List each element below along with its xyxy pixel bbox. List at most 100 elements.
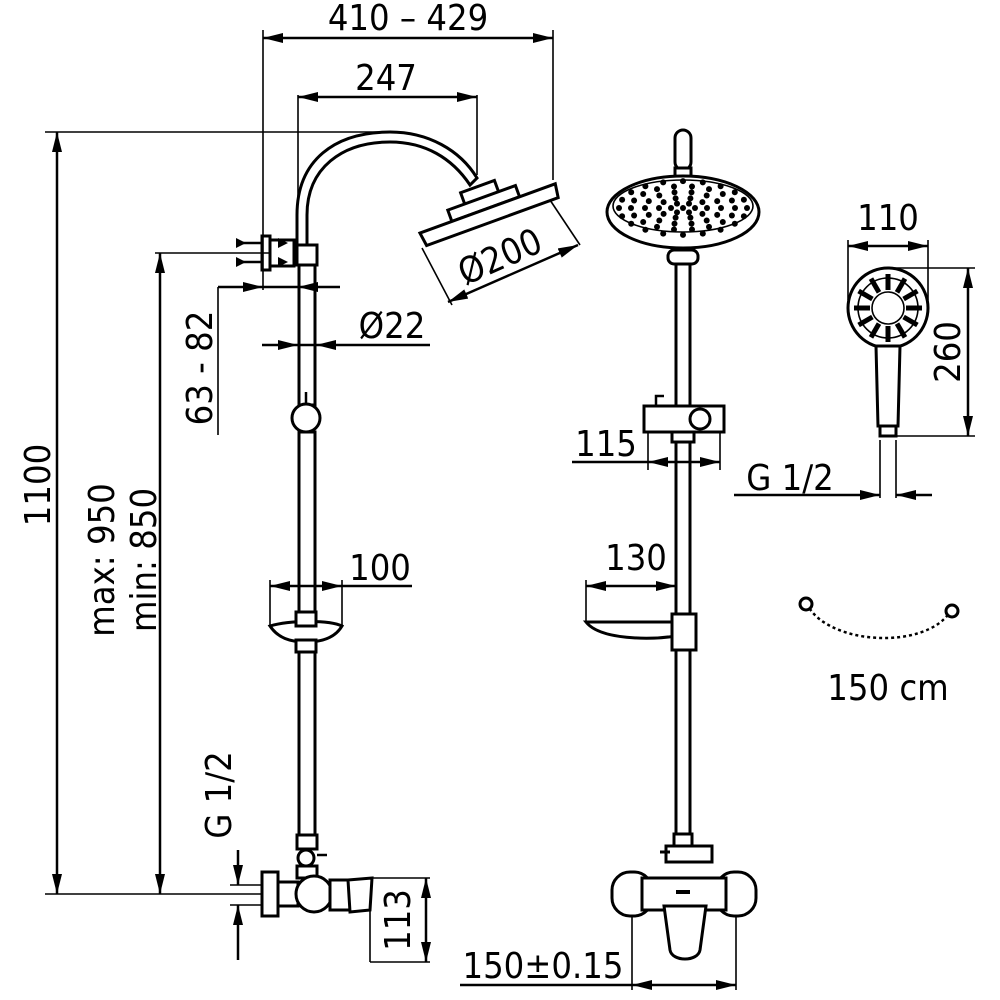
nozzle-dot — [703, 217, 710, 224]
nozzle-dot — [674, 200, 680, 207]
dim-height-max: max: 950 — [82, 483, 123, 637]
nozzle-dot — [719, 191, 726, 197]
dim-total-height: 1100 — [18, 444, 59, 526]
nozzle-dot — [687, 195, 694, 202]
spray-ray — [857, 288, 874, 302]
nozzle-dot — [699, 199, 706, 206]
dim-handshower-width: 110 — [857, 198, 919, 239]
shower-hose — [798, 596, 960, 640]
nozzle-dot — [704, 205, 710, 211]
nozzle-dot — [672, 214, 679, 221]
nozzle-dot — [699, 179, 706, 186]
dim-dish-side-width: 130 — [605, 538, 667, 579]
spray-ray — [868, 322, 882, 339]
dim-connection-left: G 1/2 — [199, 751, 240, 839]
nozzle-dot — [732, 205, 738, 211]
nozzle-dot — [680, 205, 686, 211]
spray-ray — [894, 322, 908, 339]
nozzle-dot — [619, 213, 626, 220]
nozzle-dot — [718, 205, 724, 211]
mixer-tap-side — [260, 833, 374, 918]
spray-ray — [902, 288, 919, 302]
nozzle-dot — [640, 191, 647, 197]
mixer-tap-front — [610, 832, 758, 961]
nozzle-dot — [672, 195, 679, 202]
height-lock-knob — [290, 402, 322, 434]
nozzle-dots — [616, 178, 750, 238]
dim-connection-right: G 1/2 — [746, 458, 834, 499]
nozzle-dot — [671, 189, 678, 196]
nozzle-dot — [717, 226, 724, 233]
nozzle-dot — [731, 189, 738, 196]
nozzle-dot — [642, 205, 648, 211]
dim-mixer-height: 113 — [378, 889, 419, 951]
nozzle-dot — [645, 211, 652, 218]
riser-pipe-front-middle — [674, 440, 692, 618]
nozzle-dot — [687, 214, 694, 221]
hand-shower — [846, 266, 930, 438]
nozzle-dot — [642, 226, 649, 233]
nozzle-dot — [714, 211, 721, 218]
nozzle-dot — [628, 205, 634, 211]
hand-shower-spray-pattern — [854, 274, 922, 342]
dim-arm-reach: 410 – 429 — [328, 0, 488, 39]
nozzle-dot — [616, 205, 622, 211]
riser-pipe-middle — [297, 430, 317, 619]
pipe-connector — [295, 243, 319, 267]
nozzle-dot — [688, 189, 695, 196]
nozzle-dot — [654, 186, 660, 193]
nozzle-dot — [656, 205, 662, 211]
dim-mixer-spacing: 150±0.15 — [462, 946, 623, 987]
riser-top — [673, 128, 693, 172]
dim-bracket-range: 63 - 82 — [180, 311, 221, 426]
nozzle-dot — [714, 198, 721, 205]
nozzle-dot — [740, 213, 747, 220]
spray-ray — [857, 314, 874, 328]
nozzle-dot — [674, 209, 680, 216]
nozzle-dot — [699, 210, 706, 217]
riser-pipe-front-upper — [674, 262, 692, 410]
nozzle-dot — [640, 219, 647, 225]
nozzle-dot — [686, 209, 692, 216]
nozzle-dot — [689, 183, 695, 190]
spray-ray — [894, 277, 908, 294]
curved-arm — [295, 130, 479, 247]
riser-pipe-front-lower — [674, 648, 692, 836]
nozzle-dot — [660, 230, 667, 237]
overhead-shower-head — [417, 178, 560, 248]
nozzle-dot — [686, 200, 692, 207]
nozzle-dot — [628, 220, 635, 227]
nozzle-dot — [631, 197, 638, 204]
dim-arm-length: 247 — [355, 58, 417, 99]
nozzle-dot — [671, 226, 677, 233]
nozzle-dot — [668, 205, 674, 211]
dimension-labels: 410 – 429 247 1100 max: 950 min: 850 63 … — [18, 0, 969, 987]
nozzle-dot — [703, 192, 710, 199]
nozzle-dot — [656, 192, 663, 199]
nozzle-dot — [689, 226, 695, 233]
nozzle-dot — [645, 198, 652, 205]
nozzle-dot — [744, 205, 750, 211]
nozzle-dot — [680, 178, 686, 185]
nozzle-dot — [631, 212, 638, 219]
overhead-shower-head-front — [605, 174, 761, 266]
nozzle-dot — [731, 220, 738, 227]
nozzle-dot — [688, 220, 695, 227]
riser-pipe-lower — [297, 650, 317, 837]
nozzle-dot — [728, 197, 735, 204]
nozzle-dot — [728, 212, 735, 219]
nozzle-dot — [660, 179, 667, 186]
nozzle-dot — [706, 223, 712, 230]
dim-soap-dish-width: 100 — [349, 548, 411, 589]
front-view — [582, 128, 761, 961]
nozzle-dot — [699, 230, 706, 237]
dimension-lines — [45, 30, 975, 990]
nozzle-dot — [656, 217, 663, 224]
nozzle-dot — [642, 183, 649, 190]
dim-pipe-diameter: Ø22 — [359, 306, 426, 347]
nozzle-dot — [680, 231, 686, 238]
dim-height-min: min: 850 — [124, 488, 165, 632]
dim-slider-width: 115 — [575, 424, 637, 465]
